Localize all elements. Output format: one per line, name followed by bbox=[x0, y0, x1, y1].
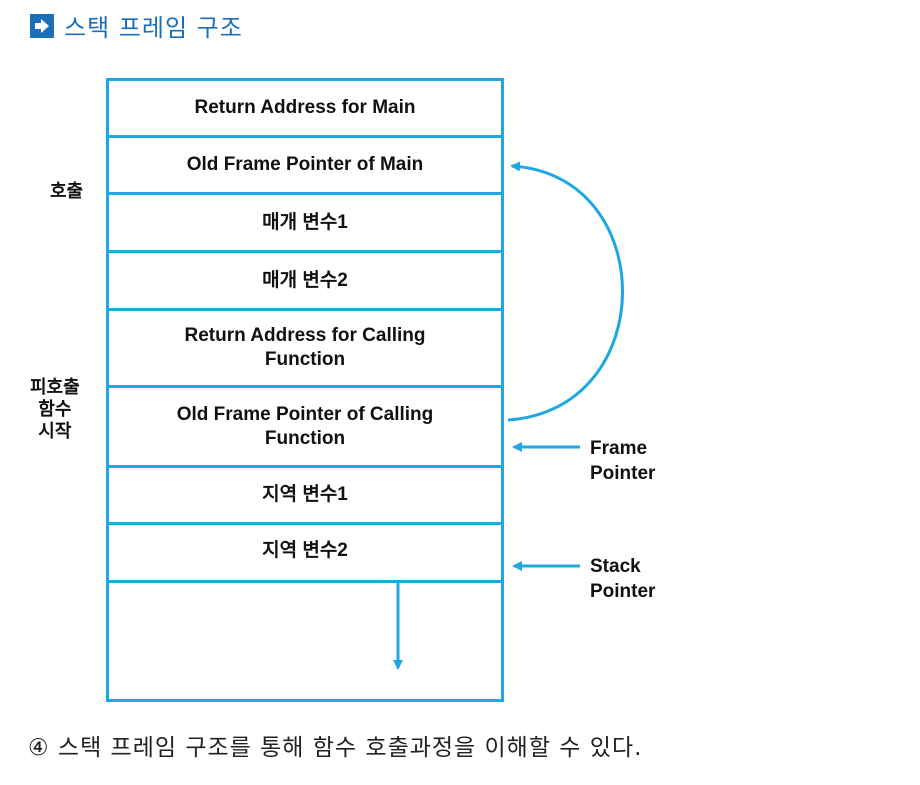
call-label: 호출 bbox=[50, 181, 84, 201]
frame-return-address-main: Return Address for Main bbox=[109, 81, 501, 138]
frame-return-address-calling: Return Address for Calling Function bbox=[109, 311, 501, 388]
frame-old-fp-main: Old Frame Pointer of Main bbox=[109, 138, 501, 195]
caption: ④ 스택 프레임 구조를 통해 함수 호출과정을 이해할 수 있다. bbox=[28, 735, 643, 761]
stack-frame-diagram: Return Address for Main Old Frame Pointe… bbox=[106, 78, 504, 702]
frame-local-2: 지역 변수2 bbox=[109, 525, 501, 583]
frame-old-fp-calling: Old Frame Pointer of Calling Function bbox=[109, 388, 501, 468]
page-title: 스택 프레임 구조 bbox=[64, 14, 243, 42]
arrow-right-icon bbox=[30, 13, 54, 38]
frame-local-1: 지역 변수1 bbox=[109, 468, 501, 525]
frame-param-1: 매개 변수1 bbox=[109, 195, 501, 253]
section-header: 스택 프레임 구조 bbox=[30, 8, 243, 43]
stack-pointer-label: Stack Pointer bbox=[590, 556, 656, 602]
callee-start-label: 피호출 함수 시작 bbox=[30, 377, 80, 441]
frame-pointer-label: Frame Pointer bbox=[590, 438, 656, 484]
frame-param-2: 매개 변수2 bbox=[109, 253, 501, 311]
frame-link-arrow bbox=[507, 161, 624, 422]
